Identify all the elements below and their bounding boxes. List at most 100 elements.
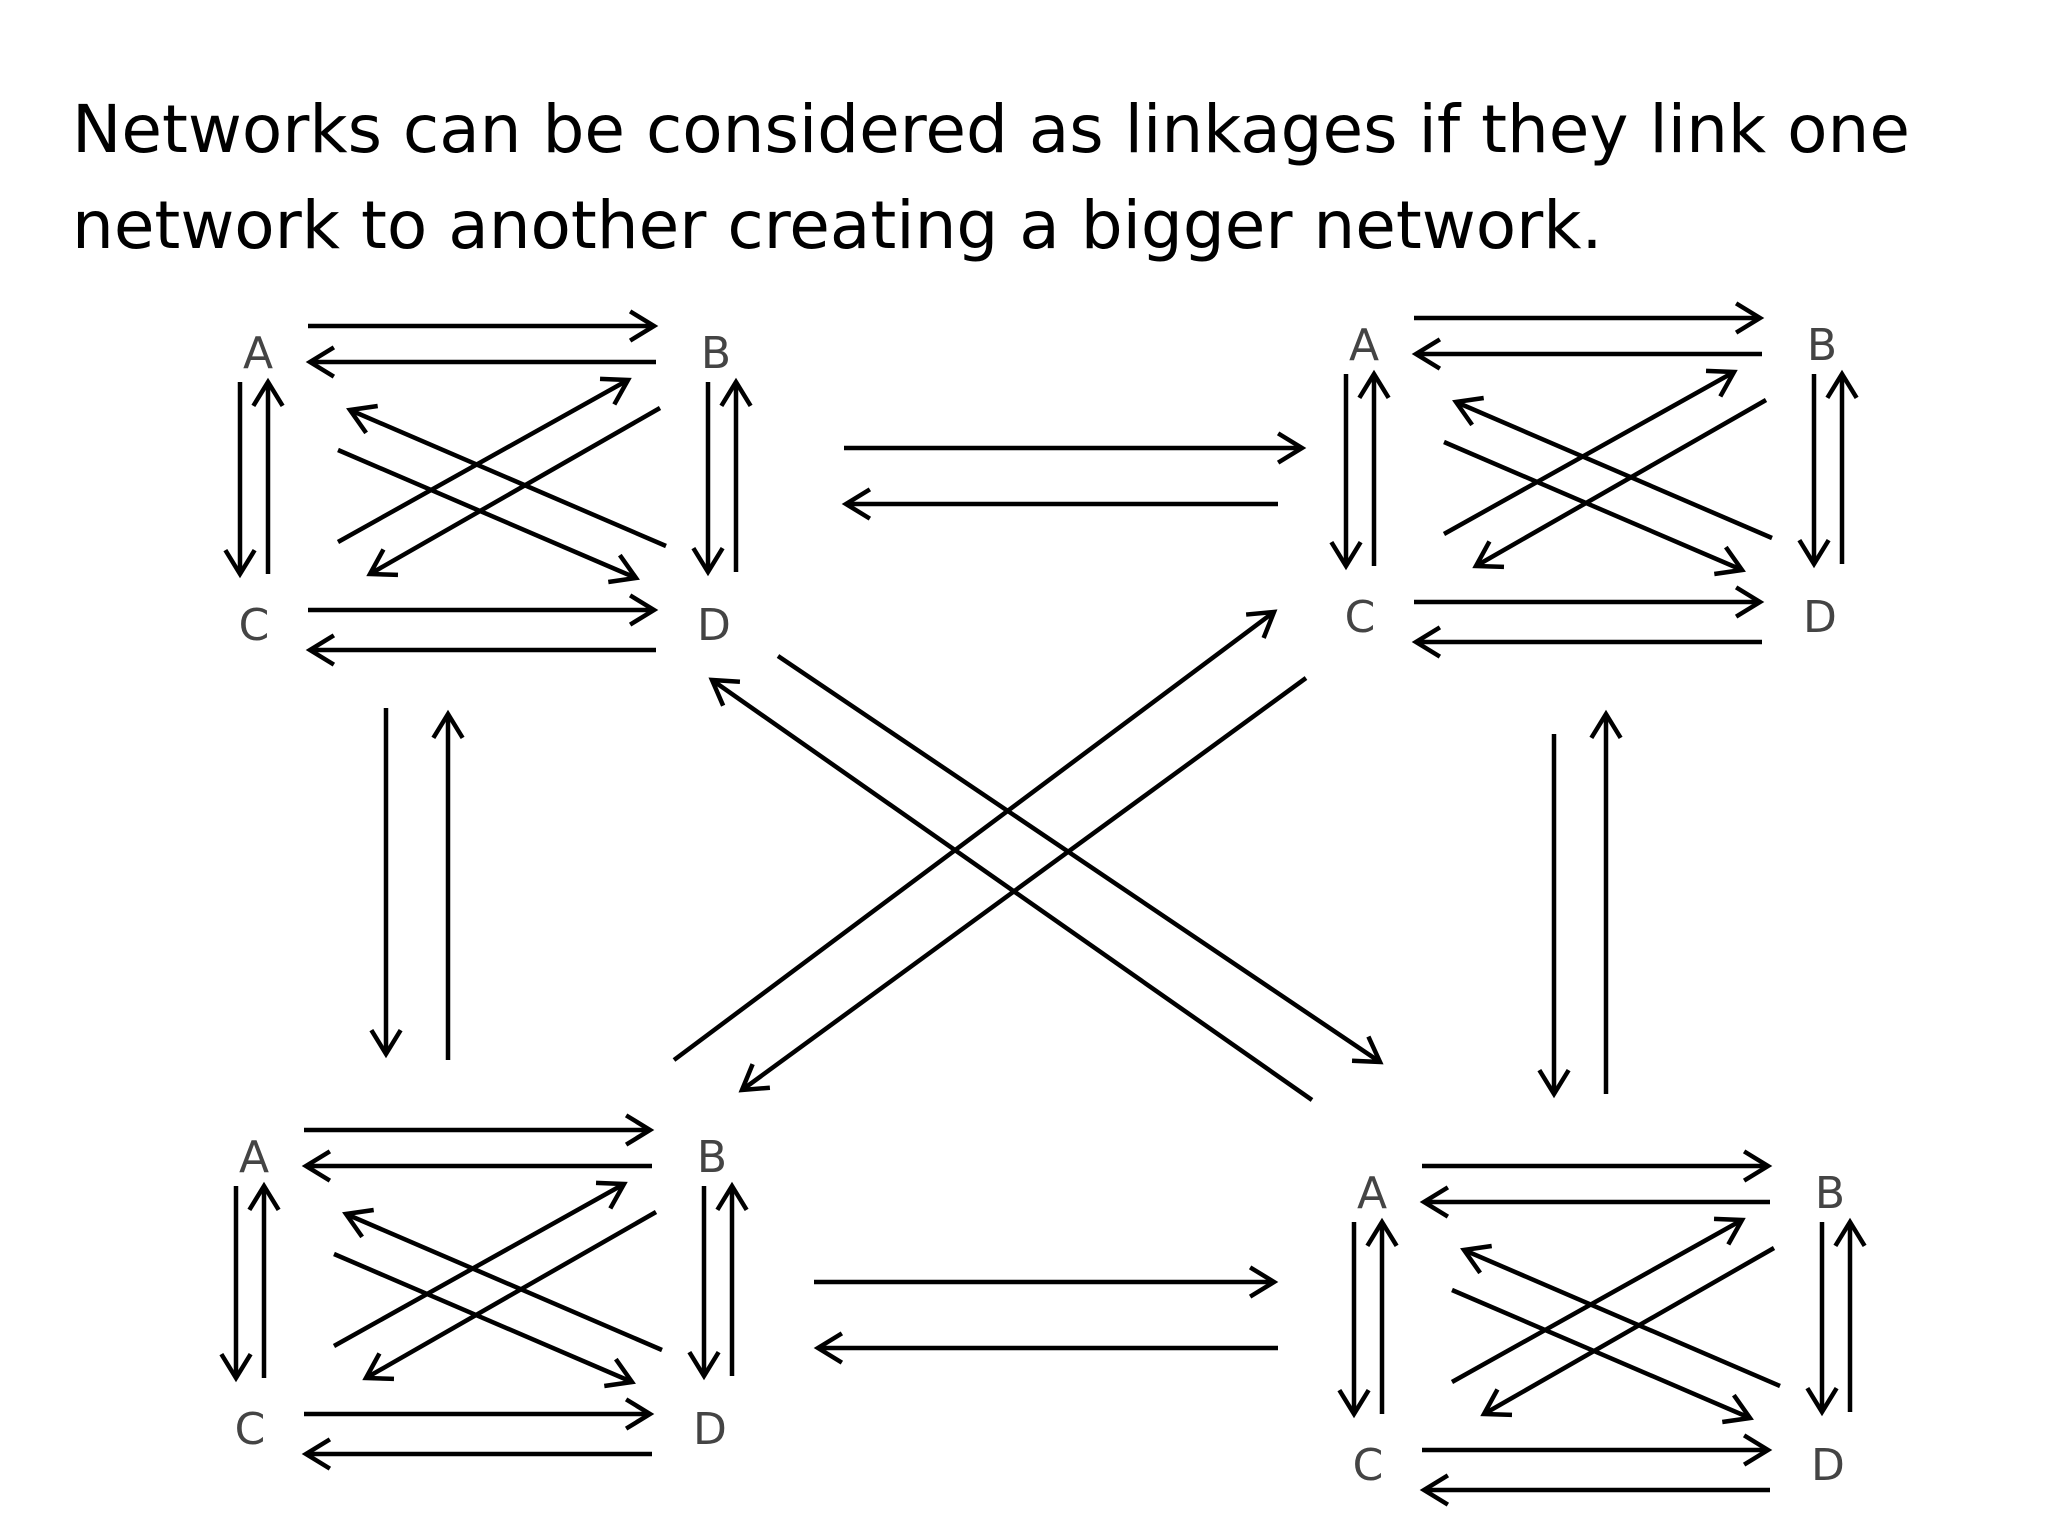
arrow-shaft [1474, 398, 1768, 568]
node-label-d: D [1811, 1440, 1845, 1491]
arrow-shaft [364, 1210, 658, 1380]
arrowhead [362, 1352, 395, 1382]
arrow-d-to-a [1452, 395, 1773, 541]
arrowhead [301, 1437, 332, 1471]
arrow-net-tl-to-br [776, 654, 1384, 1065]
arrow-c-to-a [1357, 369, 1391, 566]
arrowhead [1248, 1265, 1279, 1299]
node-label-d: D [1803, 592, 1837, 643]
arrow-net-bl-to-br [814, 1265, 1279, 1299]
node-label-c: C [1353, 1440, 1384, 1491]
network-bottom-right: A B C D [1337, 1149, 1867, 1507]
arrow-c-to-a [247, 1181, 281, 1378]
arrowhead [1713, 545, 1746, 577]
arrowhead [715, 1181, 749, 1212]
arrow-shaft [1482, 1246, 1776, 1416]
arrowhead [431, 709, 465, 740]
node-label-d: D [693, 1404, 727, 1455]
arrowhead [305, 633, 336, 667]
arrow-c-to-a [1365, 1217, 1399, 1414]
arrowhead [1411, 337, 1442, 371]
arrow-b-to-c [1480, 1246, 1776, 1418]
arrowhead [708, 677, 741, 707]
arrowhead [305, 345, 336, 379]
node-label-c: C [235, 1404, 266, 1455]
node-label-b: B [1807, 320, 1837, 371]
arrow-d-to-b [1833, 1217, 1867, 1412]
arrowhead [719, 377, 753, 408]
node-label-b: B [1815, 1168, 1845, 1219]
arrowhead [813, 1331, 844, 1365]
arrowhead [1411, 625, 1442, 659]
arrowhead [223, 548, 257, 579]
arrowhead [1351, 1035, 1384, 1065]
arrowhead [1797, 538, 1831, 569]
arrowhead [607, 553, 640, 585]
arrowhead [1734, 585, 1765, 619]
arrowhead [1365, 1217, 1399, 1248]
arrowhead [1329, 540, 1363, 571]
arrow-shaft [349, 407, 667, 549]
arrow-a-to-c [219, 1186, 253, 1383]
arrow-a-to-d [1443, 439, 1746, 577]
arrowhead [366, 548, 399, 578]
arrowhead [1419, 1473, 1450, 1507]
arrow-a-to-b [1422, 1149, 1773, 1183]
arrowhead [1833, 1217, 1867, 1248]
arrow-c-to-d [1422, 1433, 1773, 1467]
arrow-c-to-d [304, 1397, 655, 1431]
arrow-c-to-b [332, 1180, 628, 1348]
arrowhead [301, 1149, 332, 1183]
arrow-shaft [336, 378, 630, 544]
arrowhead [841, 487, 872, 521]
arrow-d-to-b [1825, 369, 1859, 564]
node-label-b: B [701, 328, 731, 379]
network-links-group [369, 431, 1623, 1365]
arrow-shaft [776, 654, 1382, 1064]
arrow-net-tr-to-tl [841, 487, 1278, 521]
arrow-net-tl-to-bl [369, 708, 403, 1059]
arrow-a-to-c [223, 382, 257, 579]
arrowhead [624, 1397, 655, 1431]
arrow-b-to-d [1797, 374, 1831, 569]
node-label-c: C [239, 600, 270, 651]
node-label-a: A [1357, 1168, 1387, 1219]
arrowhead [1805, 1386, 1839, 1417]
arrowhead [1742, 1149, 1773, 1183]
arrow-shaft [740, 676, 1308, 1092]
arrowhead [1245, 609, 1278, 639]
arrow-shaft [1451, 1287, 1751, 1421]
arrow-d-to-b [715, 1181, 749, 1376]
arrow-shaft [1442, 370, 1736, 536]
node-label-a: A [1349, 320, 1379, 371]
arrow-net-bl-to-tr [672, 609, 1278, 1062]
arrow-shaft [332, 1182, 626, 1348]
arrowhead [1460, 1243, 1493, 1275]
arrow-b-to-c [366, 406, 662, 578]
arrow-a-to-d [333, 1251, 636, 1389]
node-label-b: B [697, 1132, 727, 1183]
node-label-d: D [697, 600, 731, 651]
arrow-d-to-a [342, 1207, 663, 1353]
arrow-d-to-a [1460, 1243, 1781, 1389]
arrowhead [628, 309, 659, 343]
arrow-net-br-to-tr [1589, 709, 1623, 1094]
node-label-c: C [1345, 592, 1376, 643]
arrowhead [1589, 709, 1623, 740]
arrow-d-to-c [305, 633, 656, 667]
arrowhead [738, 1063, 771, 1093]
arrow-shaft [672, 610, 1276, 1062]
arrow-shaft [333, 1251, 633, 1385]
arrow-net-tr-to-br [1537, 734, 1571, 1099]
arrowhead [691, 546, 725, 577]
arrowhead [1825, 369, 1859, 400]
arrow-shaft [1450, 1218, 1744, 1384]
arrow-a-to-b [304, 1113, 655, 1147]
arrowhead [1705, 368, 1738, 398]
arrowhead [624, 1113, 655, 1147]
arrow-c-to-d [308, 593, 659, 627]
